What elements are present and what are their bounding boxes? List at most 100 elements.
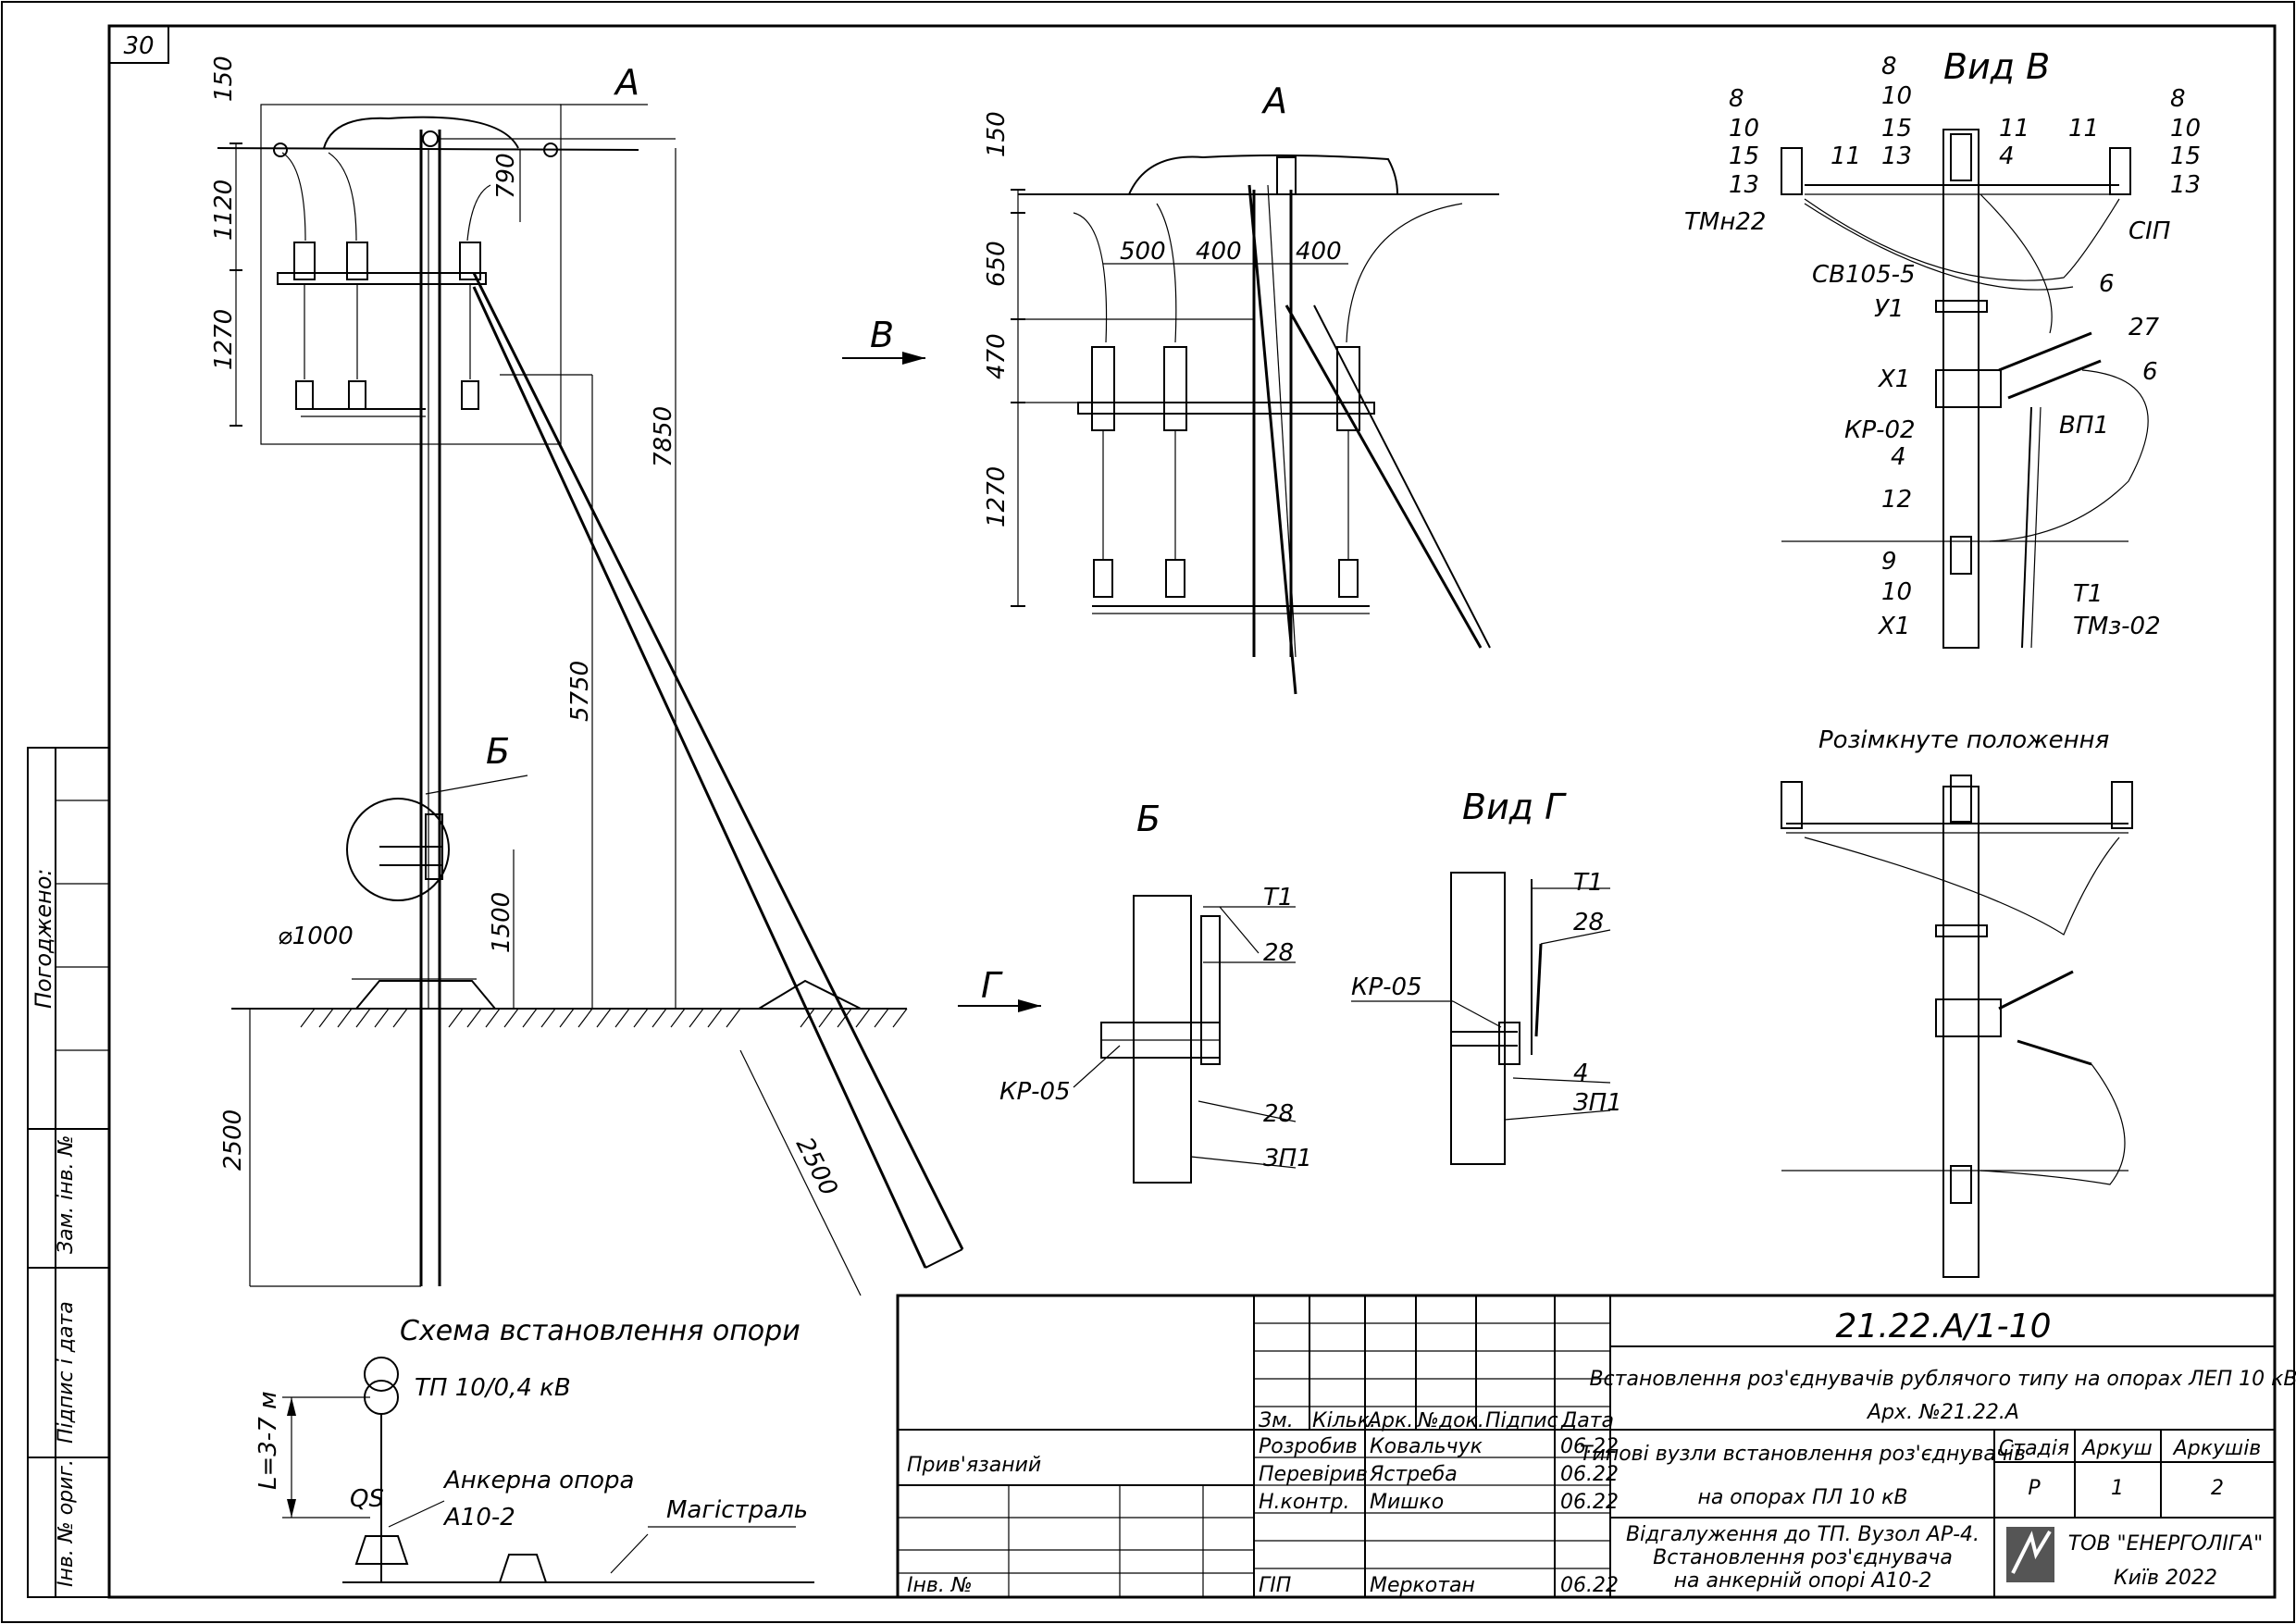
dim-1270: 1270 xyxy=(210,309,238,370)
view-v-label-11c: 11 xyxy=(2068,115,2099,143)
view-v-label-x1a: Х1 xyxy=(1877,366,1910,393)
dim-150: 150 xyxy=(210,56,238,102)
scheme-anchor-2: А10-2 xyxy=(442,1504,515,1531)
view-arrow-g-label: Г xyxy=(981,965,1003,1006)
view-v-label-6a: 6 xyxy=(2099,270,2115,298)
view-v-label-11a: 11 xyxy=(1831,143,1861,170)
person-role-1: Перевірив xyxy=(1259,1463,1368,1486)
dim-2500-vertical: 2500 xyxy=(219,1110,247,1171)
view-v-label-8b: 8 xyxy=(1881,53,1897,81)
view-v-label-8c: 8 xyxy=(2170,85,2186,113)
view-v-label-4b: 4 xyxy=(1999,143,2015,170)
view-v-label-sv105: СВ105-5 xyxy=(1812,261,1916,289)
callout-b: Б xyxy=(486,731,510,772)
person-date-2: 06.22 xyxy=(1560,1491,1619,1514)
view-v-label-15b: 15 xyxy=(1881,115,1912,143)
scheme-length: L=3-7 м xyxy=(254,1391,282,1490)
person-date-0: 06.22 xyxy=(1560,1435,1619,1458)
person-role-2: Н.контр. xyxy=(1259,1491,1349,1514)
view-g-label-kr05: КР-05 xyxy=(1351,973,1422,1001)
title-inv: Інв. № xyxy=(907,1574,973,1597)
detail-b-label-kr05: КР-05 xyxy=(999,1078,1071,1106)
title-code: 21.22.А/1-10 xyxy=(1836,1308,2052,1345)
scheme-main-line: Магістраль xyxy=(666,1496,808,1524)
view-g-label-t1: Т1 xyxy=(1573,869,1603,897)
view-v-label-15a: 15 xyxy=(1729,143,1759,170)
title-branch-2: Встановлення роз'єднувача xyxy=(1653,1546,1953,1569)
stamp-signature-date: Підпис і дата xyxy=(55,1301,78,1444)
view-v-label-9: 9 xyxy=(1881,548,1897,576)
callout-a: А xyxy=(613,62,639,103)
dim-1500: 1500 xyxy=(488,892,515,953)
detail-a-title: А xyxy=(1260,81,1287,121)
header-kilk: Кільк. xyxy=(1312,1409,1376,1432)
person-name-1: Ястреба xyxy=(1369,1463,1458,1486)
person-name-0: Ковальчук xyxy=(1370,1435,1483,1458)
view-arrows: В Г xyxy=(842,315,1041,1012)
title-sheets-total: 2 xyxy=(2211,1477,2224,1500)
title-sheets-header: Аркушів xyxy=(2172,1437,2262,1460)
stamp-orig-inv: Інв. № ориг. xyxy=(55,1459,78,1587)
title-typical-1: Типові вузли встановлення роз'єднувачів xyxy=(1580,1443,2026,1466)
view-v-label-t1: Т1 xyxy=(2073,580,2103,608)
title-company: ТОВ "ЕНЕРГОЛІГА" xyxy=(2068,1532,2264,1556)
detail-a-view: А 150 650 470 1270 xyxy=(983,81,1499,695)
scheme-anchor-1: Анкерна опора xyxy=(442,1467,634,1494)
person-date-1: 06.22 xyxy=(1560,1463,1619,1486)
main-pole-view: 150 1120 1270 790 7850 5750 1500 2500 25… xyxy=(210,56,964,1296)
view-v-label-13b: 13 xyxy=(1881,143,1912,170)
title-description: Встановлення роз'єднувачів рублячого тип… xyxy=(1589,1368,2296,1391)
view-v: Вид В 8 10 15 13 ТМн22 11 8 10 15 13 1 xyxy=(1684,46,2201,649)
title-tied: Прив'язаний xyxy=(907,1454,1041,1477)
detail-a-dim-1270: 1270 xyxy=(983,466,1011,527)
stamp-replaced-inv: Зам. інв. № xyxy=(55,1135,78,1255)
view-g-title: Вид Г xyxy=(1462,787,1567,827)
view-v-label-x1b: Х1 xyxy=(1877,613,1910,640)
view-g: Вид Г Т1 28 КР-05 4 ЗП1 xyxy=(1351,787,1622,1165)
view-v-label-12: 12 xyxy=(1881,486,1912,514)
view-v-label-kr02: КР-02 xyxy=(1844,416,1916,444)
dim-diameter-1000: ⌀1000 xyxy=(278,923,354,950)
title-city: Київ 2022 xyxy=(2114,1567,2217,1590)
title-branch-1: Відгалуження до ТП. Вузол АР-4. xyxy=(1626,1523,1980,1546)
dim-1120: 1120 xyxy=(210,180,238,241)
person-date-3: 06.22 xyxy=(1560,1574,1619,1597)
view-arrow-v-label: В xyxy=(870,315,894,355)
view-v-label-10a: 10 xyxy=(1729,115,1759,143)
scheme-tp: ТП 10/0,4 кВ xyxy=(415,1374,571,1402)
view-v-label-u1: У1 xyxy=(1874,295,1904,323)
view-v-label-6b: 6 xyxy=(2142,358,2158,386)
view-v-label-13a: 13 xyxy=(1729,171,1759,199)
header-signature: Підпис xyxy=(1485,1409,1558,1432)
scheme-title: Схема встановлення опори xyxy=(400,1315,800,1347)
detail-b-title: Б xyxy=(1136,799,1160,839)
dim-790: 790 xyxy=(492,153,520,199)
view-v-label-sip: СІП xyxy=(2128,217,2170,245)
person-role-0: Розробив xyxy=(1259,1435,1358,1458)
installation-scheme: Схема встановлення опори ТП 10/0,4 кВ L=… xyxy=(254,1315,814,1583)
detail-b-view: Б Т1 28 КР-05 28 ЗП1 xyxy=(999,799,1312,1184)
stamp-agreed: Погоджено: xyxy=(31,869,56,1009)
detail-b-label-zp1: ЗП1 xyxy=(1263,1145,1312,1172)
detail-a-dim-650: 650 xyxy=(983,241,1011,287)
detail-a-dim-400-b: 400 xyxy=(1296,238,1342,266)
scheme-qs: QS xyxy=(350,1485,384,1513)
header-date: Дата xyxy=(1560,1409,1614,1432)
title-block: 21.22.А/1-10 Встановлення роз'єднувачів … xyxy=(896,1294,2296,1599)
header-zm: Зм. xyxy=(1259,1409,1294,1432)
person-role-3: ГІП xyxy=(1259,1574,1291,1597)
dim-7850: 7850 xyxy=(650,406,677,467)
view-v-label-vp1: ВП1 xyxy=(2059,412,2109,440)
title-archive: Арх. №21.22.А xyxy=(1866,1401,2019,1424)
view-v-label-10d: 10 xyxy=(1881,578,1912,606)
detail-a-dim-400-a: 400 xyxy=(1196,238,1242,266)
dim-5750: 5750 xyxy=(566,661,594,722)
view-g-label-zp1: ЗП1 xyxy=(1573,1089,1622,1117)
sheet-corner-number: 30 xyxy=(123,32,154,60)
open-position-title: Розімкнуте положення xyxy=(1818,726,2109,754)
view-v-label-tmn22: ТМн22 xyxy=(1684,208,1766,236)
view-v-title: Вид В xyxy=(1943,46,2050,87)
title-stage-header: Стадія xyxy=(1999,1437,2069,1460)
header-doc: №док. xyxy=(1417,1409,1484,1432)
